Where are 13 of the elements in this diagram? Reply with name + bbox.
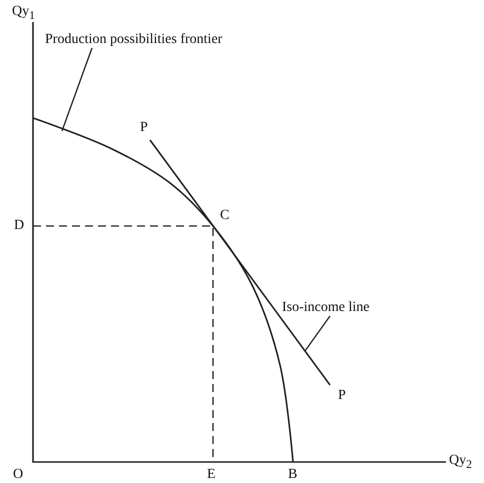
curve-label: Iso-income line (282, 300, 370, 316)
leader-line (304, 316, 331, 352)
point-label: P (338, 388, 346, 404)
leader-line (61, 48, 93, 132)
point-label: P (140, 120, 148, 136)
point-label: D (14, 218, 24, 234)
axis-label: Qy$_{2}$ (449, 453, 472, 473)
point-label: E (207, 467, 216, 483)
axis-label: Qy$_{1}$ (12, 4, 35, 24)
point-label: C (220, 208, 230, 224)
point-label: O (13, 467, 24, 483)
curve-label: Production possibilities frontier (45, 32, 222, 48)
point-label: B (288, 467, 298, 483)
